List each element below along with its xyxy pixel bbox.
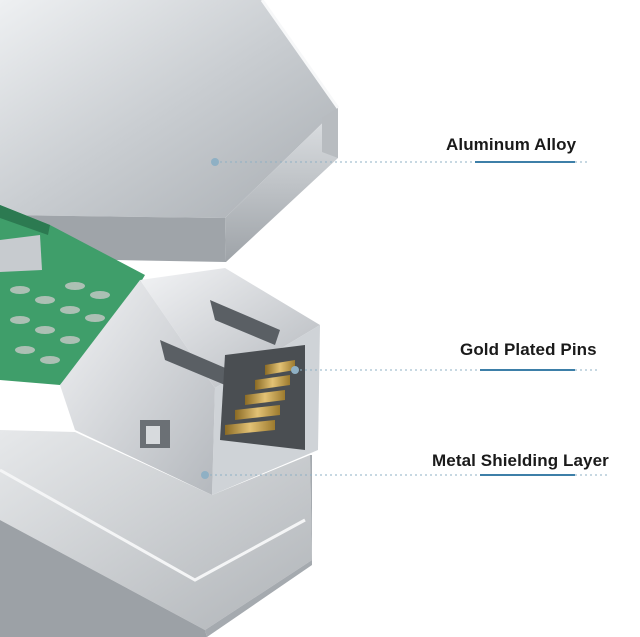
callout-dot-aluminum <box>211 158 219 166</box>
metal-bottom-shield <box>0 430 312 637</box>
callout-dot-pins <box>291 366 299 374</box>
aluminum-alloy-label: Aluminum Alloy <box>446 135 577 154</box>
gold-plated-pins-label: Gold Plated Pins <box>460 340 597 359</box>
pcb-board <box>0 205 145 385</box>
metal-shielding-layer-label: Metal Shielding Layer <box>432 451 609 470</box>
callout-leader-lines <box>201 158 610 479</box>
callout-dot-shield <box>201 471 209 479</box>
aluminum-top-cover <box>0 0 340 262</box>
pcb-solder-pads <box>10 282 110 364</box>
gold-pins <box>220 345 305 450</box>
